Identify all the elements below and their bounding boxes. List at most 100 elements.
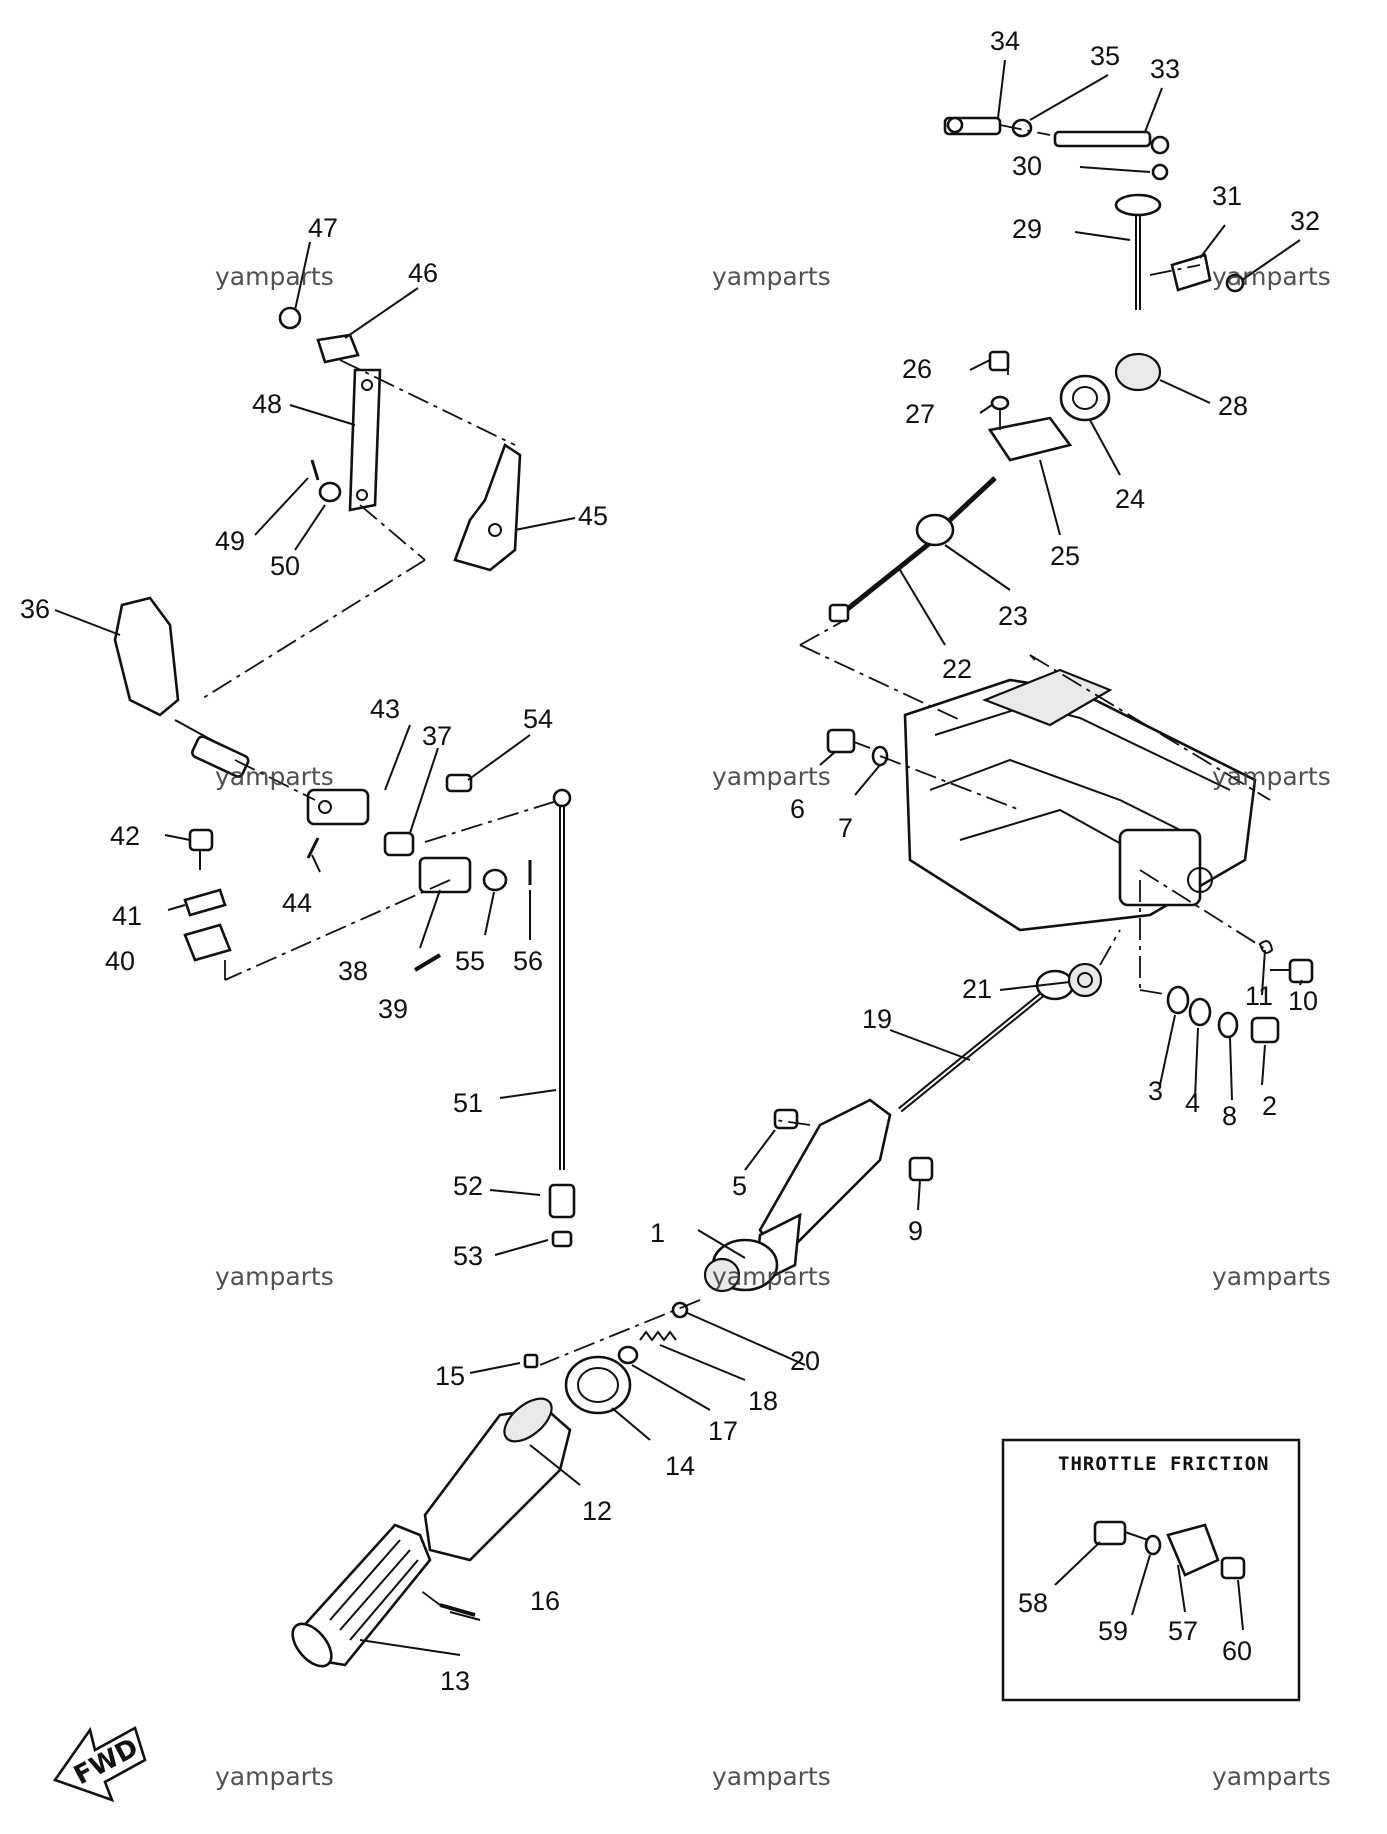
watermarks: yamparts yamparts yamparts yamparts yamp… — [215, 262, 1331, 1791]
gear-part — [1067, 962, 1103, 998]
gear-28 — [1114, 352, 1162, 392]
shift-lever — [113, 596, 250, 778]
link-48 — [348, 368, 382, 512]
callout-18: 18 — [748, 1386, 778, 1416]
callout-59: 59 — [1098, 1616, 1128, 1646]
callout-20: 20 — [790, 1346, 820, 1376]
callout-26: 26 — [902, 354, 932, 384]
callout-6: 6 — [790, 794, 805, 824]
bushing-5 — [773, 1108, 799, 1130]
callout-labels: 1 2 3 4 5 6 7 8 9 10 11 12 13 14 15 16 1… — [20, 26, 1320, 1696]
callout-7: 7 — [838, 813, 853, 843]
grip-sleeve — [423, 1397, 572, 1562]
bolt-60 — [1220, 1556, 1246, 1580]
callout-27: 27 — [905, 399, 935, 429]
callout-28: 28 — [1218, 391, 1248, 421]
callout-36: 36 — [20, 594, 50, 624]
watermark-text: yamparts — [712, 262, 831, 291]
watermark-text: yamparts — [1212, 762, 1331, 791]
watermark-text: yamparts — [215, 262, 334, 291]
gear-24 — [1059, 374, 1111, 422]
centerlines — [199, 124, 1271, 1606]
joint-34 — [943, 116, 1002, 136]
watermark-text: yamparts — [712, 762, 831, 791]
spring-18 — [639, 1330, 677, 1342]
callout-11: 11 — [1245, 981, 1273, 1011]
watermark-text: yamparts — [712, 1262, 831, 1291]
callout-47: 47 — [308, 213, 338, 243]
watermark-text: yamparts — [215, 1762, 334, 1791]
fwd-arrow: FWD — [52, 1726, 147, 1803]
callout-49: 49 — [215, 526, 245, 556]
friction-ring — [564, 1355, 632, 1415]
callout-32: 32 — [1290, 206, 1320, 236]
watermark-text: yamparts — [1212, 1262, 1331, 1291]
callout-9: 9 — [908, 1216, 923, 1246]
callout-55: 55 — [455, 946, 485, 976]
pin-49 — [310, 459, 320, 481]
callout-56: 56 — [513, 946, 543, 976]
callout-42: 42 — [110, 821, 140, 851]
bolt-10 — [1270, 958, 1314, 984]
bracket-45 — [453, 443, 522, 572]
callout-16: 16 — [530, 1586, 560, 1616]
callout-35: 35 — [1090, 41, 1120, 71]
bracket-38 — [418, 856, 472, 894]
shift-rod — [548, 788, 576, 1248]
callout-2: 2 — [1262, 1091, 1277, 1121]
set-screw-15 — [523, 1353, 539, 1369]
plug-20 — [671, 1301, 689, 1319]
bolt-32 — [1225, 273, 1245, 293]
watermark-text: yamparts — [215, 1262, 334, 1291]
bolt-47 — [278, 306, 302, 330]
plate-31 — [1170, 253, 1212, 292]
throttle-grip — [291, 1523, 432, 1668]
callout-45: 45 — [578, 501, 608, 531]
tiller-bracket-housing — [903, 668, 1257, 932]
bolt-42 — [188, 828, 214, 870]
callout-25: 25 — [1050, 541, 1080, 571]
callout-22: 22 — [942, 654, 972, 684]
collar-37 — [383, 831, 415, 857]
callout-23: 23 — [998, 601, 1028, 631]
holder-25 — [987, 416, 1073, 462]
callout-34: 34 — [990, 26, 1020, 56]
pin-30 — [1151, 163, 1169, 181]
watermark-text: yamparts — [1212, 1762, 1331, 1791]
bolt-54 — [445, 773, 473, 793]
callout-46: 46 — [408, 258, 438, 288]
callout-53: 53 — [453, 1241, 483, 1271]
bolt-58 — [1093, 1520, 1127, 1546]
block-57 — [1166, 1523, 1220, 1577]
bushing-9 — [908, 1156, 934, 1182]
callout-48: 48 — [252, 389, 282, 419]
callout-12: 12 — [582, 1496, 612, 1526]
callout-14: 14 — [665, 1451, 695, 1481]
callout-38: 38 — [338, 956, 368, 986]
bolt-6 — [826, 728, 871, 754]
watermark-text: yamparts — [712, 1762, 831, 1791]
callout-21: 21 — [962, 974, 992, 1004]
callout-57: 57 — [1168, 1616, 1198, 1646]
washer-55 — [482, 868, 508, 892]
shift-link-43 — [306, 788, 370, 826]
plate-41 — [183, 888, 227, 917]
callout-52: 52 — [453, 1171, 483, 1201]
inset-throttle-friction: THROTTLE FRICTION — [1001, 1438, 1301, 1702]
callout-39: 39 — [378, 994, 408, 1024]
callout-3: 3 — [1148, 1076, 1163, 1106]
screw-39 — [413, 953, 442, 972]
clip-11 — [1258, 940, 1274, 954]
callout-51: 51 — [453, 1088, 483, 1118]
rod-22 — [828, 533, 942, 623]
tiller-handle-arm — [703, 1098, 892, 1293]
callout-44: 44 — [282, 888, 312, 918]
callout-17: 17 — [708, 1416, 738, 1446]
callout-29: 29 — [1012, 214, 1042, 244]
callout-8: 8 — [1222, 1101, 1237, 1131]
bolt-26 — [988, 350, 1010, 372]
screw-16 — [439, 1603, 476, 1617]
callout-4: 4 — [1185, 1088, 1200, 1118]
callout-50: 50 — [270, 551, 300, 581]
